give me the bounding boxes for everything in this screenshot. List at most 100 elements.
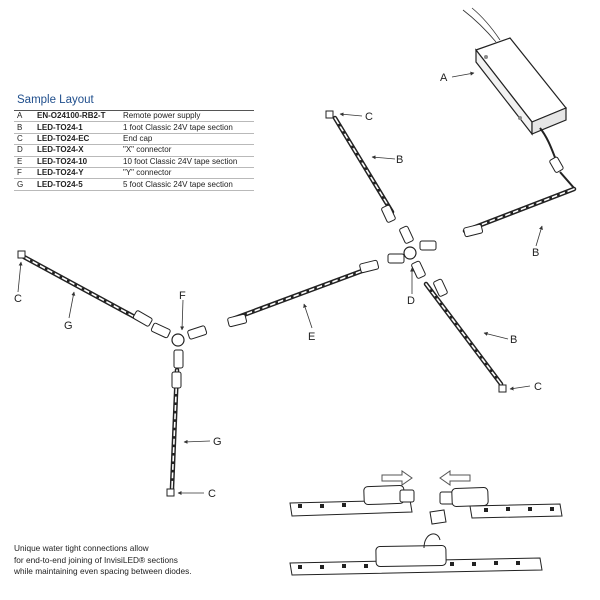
- led-diode: [510, 211, 514, 215]
- callout-b-lower: B: [510, 334, 517, 346]
- legend-key: D: [14, 144, 34, 157]
- led-diode: [557, 193, 560, 197]
- led-diode: [275, 301, 278, 304]
- led-diode: [386, 203, 389, 207]
- legend-part-number: LED-TO24-1: [34, 121, 120, 134]
- led-diode: [489, 369, 493, 372]
- inline-connectors: [132, 204, 484, 389]
- led-diode: [368, 174, 372, 178]
- caption-line: while maintaining even spacing between d…: [14, 566, 192, 576]
- callout-e: E: [308, 331, 315, 343]
- led-diode: [479, 356, 483, 359]
- power-lead: [539, 127, 575, 189]
- led-diode: [174, 393, 178, 397]
- led-diode: [66, 279, 70, 283]
- led-diode: [30, 259, 33, 263]
- led-diode: [351, 145, 354, 149]
- led-diode: [173, 427, 176, 431]
- led-diode: [355, 152, 359, 156]
- led-diode: [171, 461, 175, 465]
- legend-description: "X" connector: [120, 144, 254, 157]
- led-diode: [484, 362, 488, 366]
- led-diode: [103, 299, 107, 303]
- led-diode: [290, 295, 294, 299]
- tape-b-lower: [423, 281, 504, 387]
- legend-description: End cap: [120, 133, 254, 146]
- legend-key: A: [14, 109, 34, 123]
- led-diode: [314, 286, 317, 290]
- legend-title: Sample Layout: [17, 94, 94, 106]
- legend-description: 10 foot Classic 24V tape section: [120, 156, 254, 168]
- legend-part-number: LED-TO24-X: [34, 144, 120, 157]
- callout-a: A: [440, 72, 448, 84]
- led-diode: [353, 272, 356, 276]
- inset-led-diode: [506, 507, 510, 511]
- led-diode: [172, 436, 176, 439]
- led-diode: [337, 278, 341, 281]
- led-diode: [444, 309, 448, 312]
- led-diode: [469, 342, 473, 346]
- inset-led-diode: [298, 565, 302, 569]
- legend-part-number: LED-TO24-Y: [34, 167, 120, 180]
- led-diode: [267, 304, 271, 307]
- led-diode: [549, 196, 552, 200]
- led-diode: [502, 214, 506, 218]
- caption-line: for end-to-end joining of InvisiLED® sec…: [14, 554, 178, 565]
- led-diode: [459, 329, 463, 332]
- led-diode: [74, 283, 77, 287]
- led-diode: [377, 189, 381, 192]
- remote-power-supply: [475, 37, 567, 136]
- leader-lines: [17, 71, 543, 495]
- led-diode: [454, 322, 458, 326]
- callout-c-top: C: [365, 111, 373, 123]
- led-diode: [518, 208, 521, 212]
- callout-b-upper: B: [396, 154, 403, 166]
- legend-description: Remote power supply: [120, 109, 254, 123]
- led-diode: [52, 271, 55, 275]
- inset-led-diode: [298, 504, 302, 508]
- legend-key: B: [14, 121, 34, 134]
- led-diode: [37, 263, 41, 267]
- led-diode: [494, 217, 498, 221]
- inset-led-diode: [494, 561, 498, 565]
- power-supply-wires: [462, 7, 501, 43]
- callout-b-right: B: [532, 247, 539, 259]
- inset-led-diode: [342, 503, 346, 507]
- led-diode: [429, 289, 433, 292]
- inset-led-diode: [450, 562, 454, 566]
- inset-led-diode: [364, 564, 368, 568]
- tape-g-bottom: [169, 367, 180, 491]
- legend-key: F: [14, 167, 34, 180]
- led-diode: [298, 292, 302, 296]
- callout-c-bottom: C: [208, 488, 216, 500]
- led-diode: [373, 181, 376, 185]
- end-caps: [17, 110, 507, 497]
- callout-f: F: [179, 290, 186, 302]
- y-connector: [150, 322, 208, 369]
- callout-c-right: C: [534, 381, 542, 393]
- x-connector: [387, 225, 437, 279]
- callout-c-left: C: [14, 293, 22, 305]
- tape-b-upper: [332, 115, 395, 215]
- legend-part-number: LED-TO24-10: [34, 156, 120, 168]
- callout-d: D: [407, 295, 415, 307]
- led-diode: [306, 289, 310, 293]
- connection-caption: Unique water tight connections allow for…: [14, 543, 192, 578]
- led-diode: [494, 376, 498, 379]
- led-diode: [89, 291, 92, 295]
- led-diode: [252, 310, 255, 313]
- led-diode: [364, 167, 367, 170]
- legend-description: 5 foot Classic 24V tape section: [120, 178, 254, 191]
- led-diode: [59, 275, 63, 279]
- inset-led-diode: [320, 565, 324, 569]
- led-diode: [171, 478, 174, 481]
- led-diode: [171, 469, 175, 473]
- led-diode: [44, 267, 48, 271]
- inset-led-diode: [484, 508, 488, 512]
